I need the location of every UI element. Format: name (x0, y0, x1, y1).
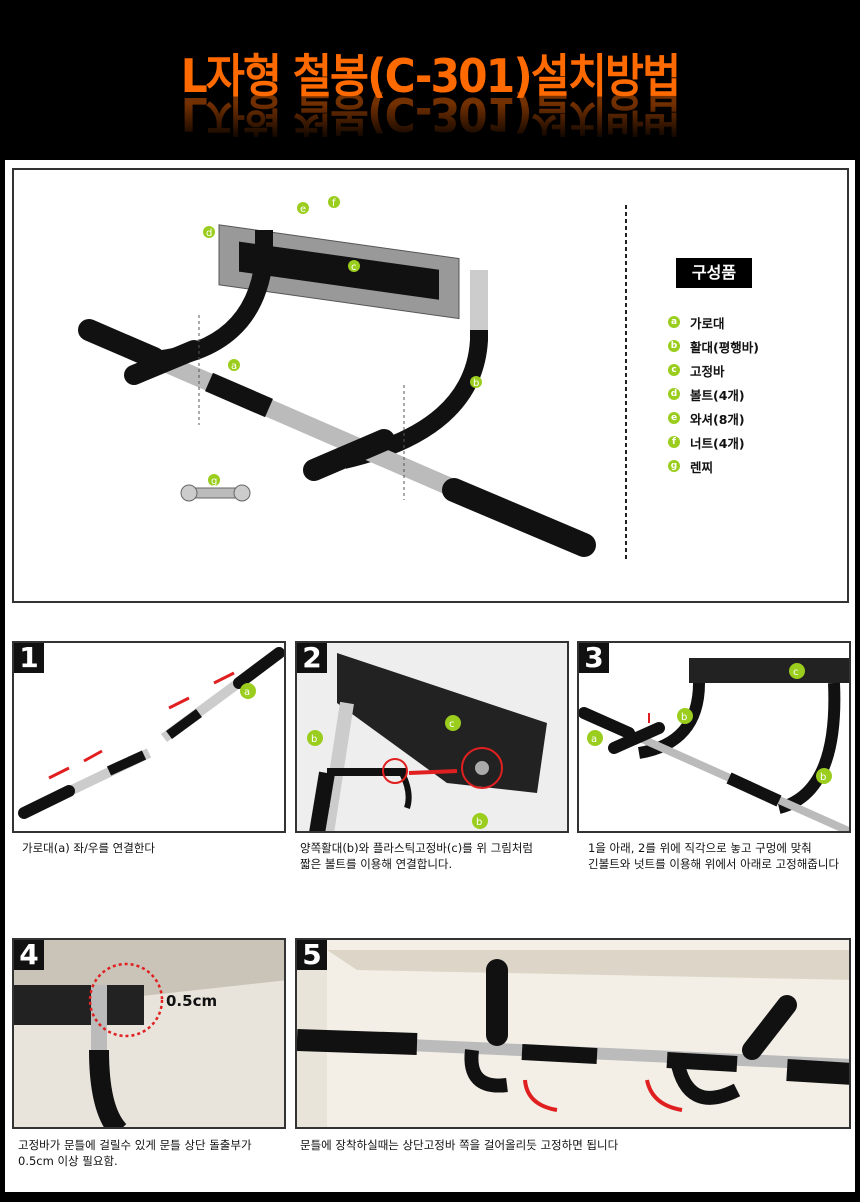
step-5-image: 5 (295, 938, 851, 1129)
label-dot-icon: f (668, 436, 680, 448)
caption-line: 문틀에 장착하실때는 상단고정바 쪽을 걸어올리듯 고정하면 됩니다 (300, 1138, 619, 1152)
wrench-icon (180, 484, 251, 502)
label-dot-icon: g (668, 460, 680, 472)
caption-line: 1을 아래, 2를 위에 직각으로 놓고 구멍에 맞춰 (588, 841, 812, 855)
caption-line: 긴볼트와 넛트를 이용해 위에서 아래로 고정해줍니다 (588, 857, 840, 871)
svg-text:b: b (681, 712, 687, 723)
part-label: 와셔(8개) (690, 411, 745, 427)
list-item: a 가로대 (668, 310, 759, 334)
caption-line: 양쪽활대(b)와 플라스틱고정바(c)를 위 그림처럼 (300, 841, 533, 855)
step-1-illustration: a (18, 647, 284, 819)
step-2-image: c b b 2 (295, 641, 569, 833)
step-5-illustration (297, 940, 849, 1127)
svg-text:d: d (206, 228, 212, 239)
step-3-image: c b a b 3 (577, 641, 851, 833)
caption-line: 고정바가 문틀에 걸릴수 있게 문틀 상단 돌출부가 (18, 1138, 252, 1152)
label-dot-icon: d (668, 388, 680, 400)
step-number: 1 (14, 643, 44, 673)
svg-text:a: a (244, 687, 250, 698)
list-item: c 고정바 (668, 358, 759, 382)
svg-text:c: c (351, 262, 357, 273)
svg-text:c: c (793, 667, 799, 678)
step-1-image: a 1 (12, 641, 286, 833)
step-number: 3 (579, 643, 609, 673)
page-title-reflection: L자형 철봉(C-301)설치방법 (180, 87, 680, 141)
part-label: 고정바 (690, 363, 725, 379)
step-4-image: 0.5cm 4 (12, 938, 286, 1129)
step-1-caption: 가로대(a) 좌/우를 연결한다 (22, 840, 155, 856)
part-label: 가로대 (690, 315, 725, 331)
list-item: b 활대(평행바) (668, 334, 759, 358)
part-label: 볼트(4개) (690, 387, 745, 403)
caption-line: 짧은 볼트를 이용해 연결합니다. (300, 857, 453, 871)
caption-line: 가로대(a) 좌/우를 연결한다 (22, 841, 156, 855)
exploded-view-illustration: d e f c a b g (78, 196, 627, 560)
step-number: 5 (297, 940, 327, 970)
svg-text:f: f (332, 198, 336, 209)
part-label: 렌찌 (690, 459, 714, 475)
label-dot-icon: a (668, 316, 680, 328)
step-4-caption: 고정바가 문틀에 걸릴수 있게 문틀 상단 돌출부가 0.5cm 이상 필요함. (18, 1137, 252, 1169)
page-title: L자형 철봉(C-301)설치방법 (180, 49, 681, 103)
step-4-illustration (14, 962, 284, 1127)
step-number: 2 (297, 643, 327, 673)
parts-list: a 가로대 b 활대(평행바) c 고정바 d 볼트(4개) e 와셔(8개) f 너트(4… (668, 310, 759, 478)
measurement-label: 0.5cm (166, 992, 218, 1010)
svg-text:g: g (211, 476, 217, 487)
svg-text:a: a (231, 361, 237, 372)
step-2-illustration: c b b (307, 653, 547, 831)
part-label: 활대(평행바) (690, 339, 759, 355)
parts-diagram: d e f c a b g (12, 168, 849, 603)
step-3-illustration: c b a b (579, 658, 849, 831)
parts-heading: 구성품 (676, 258, 752, 288)
list-item: f 너트(4개) (668, 430, 759, 454)
svg-text:a: a (591, 734, 597, 745)
step-5-caption: 문틀에 장착하실때는 상단고정바 쪽을 걸어올리듯 고정하면 됩니다 (300, 1137, 618, 1153)
part-label: 너트(4개) (690, 435, 745, 451)
svg-text:b: b (473, 378, 479, 389)
caption-line: 0.5cm 이상 필요함. (18, 1154, 118, 1168)
header: L자형 철봉(C-301)설치방법 L자형 철봉(C-301)설치방법 (0, 0, 860, 160)
svg-text:b: b (820, 772, 826, 783)
step-number: 4 (14, 940, 44, 970)
list-item: g 렌찌 (668, 454, 759, 478)
list-item: e 와셔(8개) (668, 406, 759, 430)
label-dot-icon: b (668, 340, 680, 352)
svg-text:b: b (311, 734, 317, 745)
label-dot-icon: e (668, 412, 680, 424)
label-dot-icon: c (668, 364, 680, 376)
svg-text:b: b (476, 817, 482, 828)
list-item: d 볼트(4개) (668, 382, 759, 406)
svg-text:c: c (449, 719, 455, 730)
svg-text:e: e (300, 204, 306, 215)
